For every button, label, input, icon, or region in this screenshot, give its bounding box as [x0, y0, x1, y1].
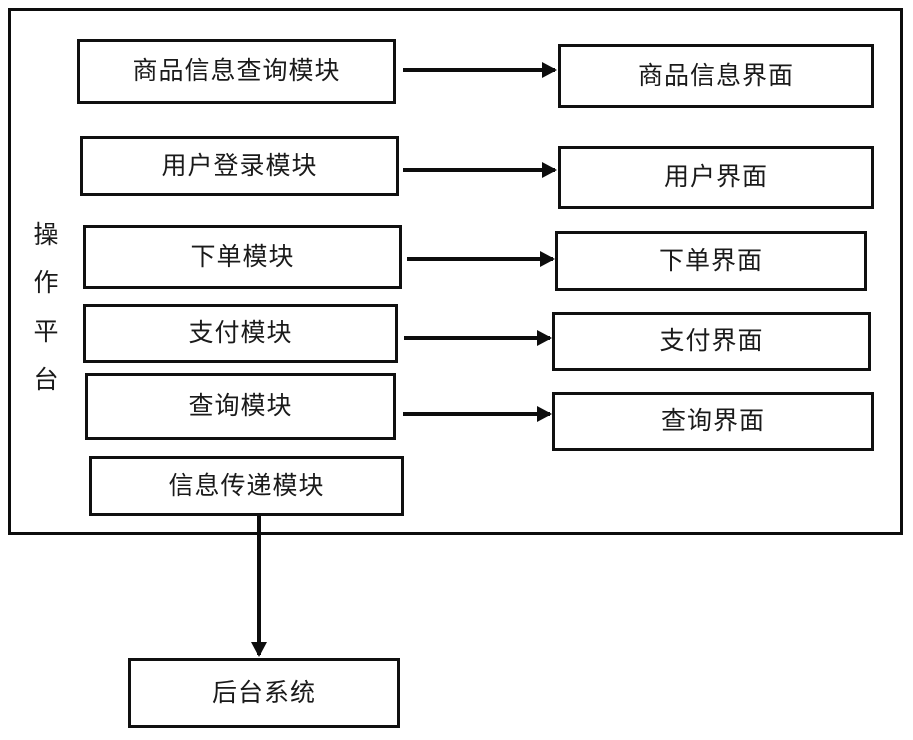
module-box-info-transfer[interactable]: 信息传递模块: [89, 456, 404, 516]
interface-label-product-info: 商品信息界面: [637, 60, 794, 90]
module-label-order: 下单模块: [190, 241, 295, 271]
module-label-query: 查询模块: [188, 391, 293, 421]
interface-label-payment: 支付界面: [659, 326, 764, 356]
module-box-user-login[interactable]: 用户登录模块: [80, 136, 399, 196]
arrow-payment-to-interface: [404, 336, 550, 340]
interface-box-product-info[interactable]: 商品信息界面: [558, 44, 874, 108]
backend-system-label: 后台系统: [211, 677, 316, 707]
operation-platform-label: 操 作 平 台: [26, 222, 66, 392]
backend-system-box[interactable]: 后台系统: [128, 658, 400, 728]
module-label-user-login: 用户登录模块: [161, 150, 318, 180]
arrow-user-login-to-interface: [403, 168, 555, 172]
module-label-info-transfer: 信息传递模块: [168, 470, 325, 500]
arrow-product-info-query-to-interface: [403, 68, 555, 72]
arrow-query-to-interface: [403, 412, 550, 416]
interface-box-order[interactable]: 下单界面: [555, 231, 867, 291]
platform-label-char-4: 台: [33, 364, 59, 394]
interface-box-user[interactable]: 用户界面: [558, 146, 874, 209]
arrow-info-transfer-to-backend: [257, 516, 261, 655]
platform-label-char-3: 平: [33, 316, 59, 346]
operation-platform-frame: [8, 8, 903, 535]
platform-label-char-2: 作: [33, 268, 59, 298]
module-label-product-info-query: 商品信息查询模块: [132, 56, 341, 86]
arrow-order-to-interface: [407, 257, 553, 261]
interface-label-query: 查询界面: [660, 406, 765, 436]
module-box-product-info-query[interactable]: 商品信息查询模块: [77, 39, 396, 104]
interface-label-user: 用户界面: [663, 162, 768, 192]
interface-label-order: 下单界面: [658, 245, 763, 275]
platform-label-char-1: 操: [33, 220, 59, 249]
module-box-query[interactable]: 查询模块: [85, 373, 396, 440]
interface-box-query[interactable]: 查询界面: [552, 392, 874, 451]
module-box-payment[interactable]: 支付模块: [83, 304, 398, 363]
module-label-payment: 支付模块: [188, 318, 293, 348]
interface-box-payment[interactable]: 支付界面: [552, 312, 871, 371]
module-box-order[interactable]: 下单模块: [83, 225, 402, 289]
